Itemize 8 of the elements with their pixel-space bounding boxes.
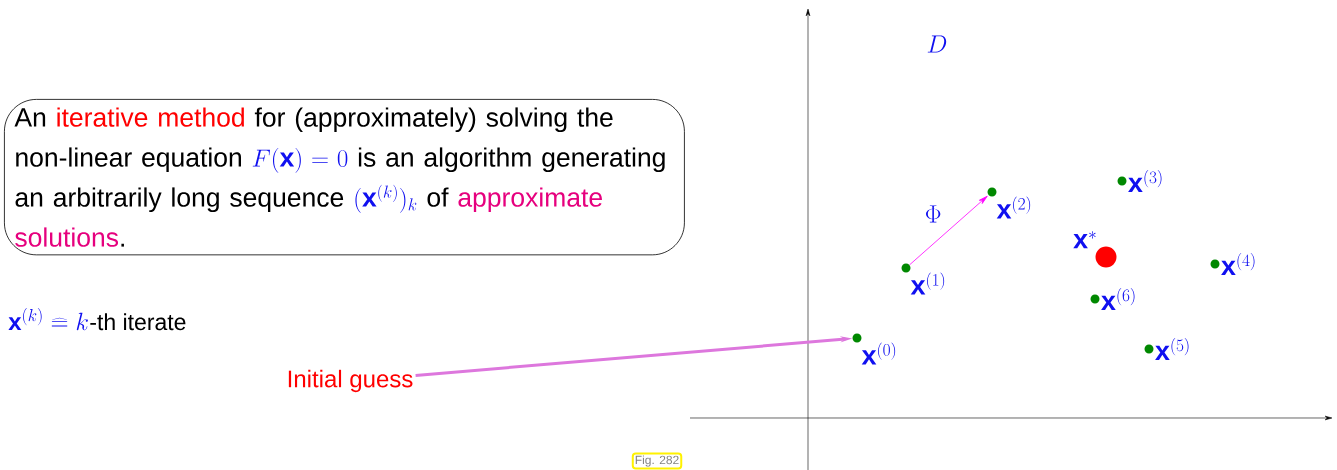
figure-tag: Fig. 282	[631, 452, 683, 470]
annotation-text: Initial guess	[288, 369, 413, 393]
notation-formula: $\mathbf{x}^{(k)} \mathrel{\widehat{=}} k$	[8, 308, 88, 331]
notation-text: -th iterate	[90, 313, 186, 331]
edge-label: $\Phi$	[926, 205, 941, 223]
definition-box: An iterative method for (approximately) solving the non-linear equation $F(\mathbf{x}) = 0$ is an algorithm generating an arbitrarily long sequence $(\mathbf{x}^{(k)})_{k}$ of approximate solutions.	[4, 99, 685, 256]
arrow	[909, 195, 988, 266]
region-label: $D$	[927, 35, 947, 53]
